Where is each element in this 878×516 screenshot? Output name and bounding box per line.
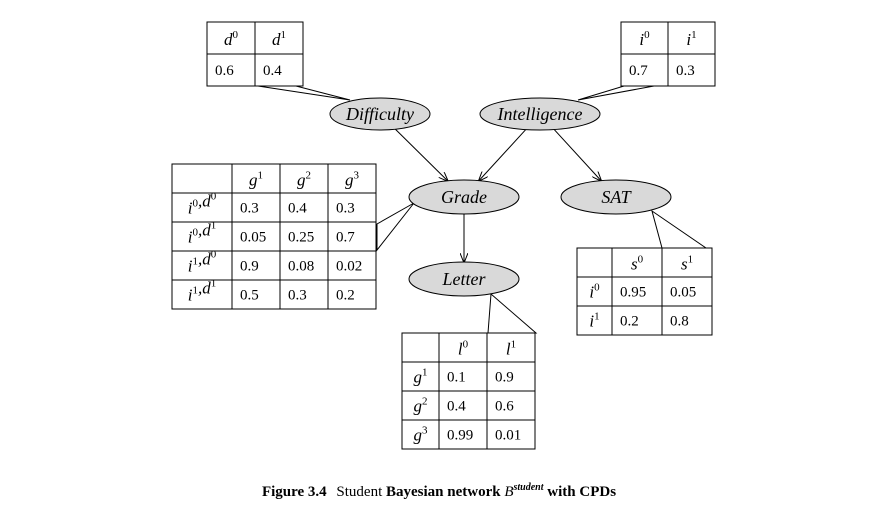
- node-difficulty-ellipse: [329, 97, 431, 131]
- sat-cpd-value: 0.95: [620, 285, 646, 301]
- edge-difficulty-to-grade: [395, 128, 447, 181]
- letter-cpd-value: 0.99: [447, 428, 473, 444]
- grade-cpd-col-header: g2: [297, 170, 311, 190]
- grade-cpd-value: 0.3: [336, 201, 355, 217]
- letter-cpd-value: 0.9: [495, 370, 514, 386]
- intelligence-cpd-callout: [577, 85, 655, 101]
- grade-cpd-row-label: i0,d1: [188, 220, 216, 247]
- node-grade-ellipse: [408, 179, 520, 215]
- cpd-callouts: [257, 85, 708, 334]
- letter-cpd-row-label: g3: [414, 425, 429, 445]
- node-letter-ellipse: [408, 261, 520, 297]
- grade-cpd-value: 0.08: [288, 259, 314, 275]
- intelligence-cpd-col-header: i0: [639, 29, 650, 49]
- node-grade-label: Grade: [441, 187, 487, 207]
- node-sat-label: SAT: [601, 187, 632, 207]
- node-intelligence-label: Intelligence: [497, 104, 583, 124]
- node-sat-ellipse: [560, 179, 672, 215]
- letter-cpd-col-header: l1: [506, 339, 516, 359]
- node-letter-label: Letter: [442, 269, 487, 289]
- grade-cpd-row-label: i1,d1: [188, 278, 216, 305]
- node-grade: Grade: [408, 179, 520, 215]
- sat-cpd-value: 0.8: [670, 314, 689, 330]
- letter-cpd-value: 0.1: [447, 370, 466, 386]
- difficulty-cpd-table: d0 d1 0.6 0.4: [206, 21, 304, 87]
- node-intelligence: Intelligence: [479, 97, 601, 131]
- edge-intelligence-to-sat: [553, 129, 601, 181]
- grade-cpd-value: 0.05: [240, 230, 266, 246]
- node-intelligence-ellipse: [479, 97, 601, 131]
- intelligence-cpd-table: i0 i1 0.7 0.3: [620, 21, 716, 87]
- difficulty-cpd-value: 0.6: [215, 63, 234, 79]
- intelligence-cpd-col-header: i1: [686, 29, 696, 49]
- caption-figure-number: Figure 3.4: [261, 484, 327, 500]
- node-difficulty: Difficulty: [329, 97, 431, 131]
- letter-cpd-value: 0.6: [495, 399, 514, 415]
- sat-cpd-table: s0 s1 i0 0.95 0.05 i1 0.2 0.8: [576, 247, 713, 336]
- sat-cpd-row-label: i1: [589, 311, 599, 331]
- letter-cpd-value: 0.4: [447, 399, 466, 415]
- sat-cpd-callout: [651, 209, 708, 249]
- edges: [395, 128, 601, 262]
- sat-cpd-value: 0.05: [670, 285, 696, 301]
- edge-intelligence-to-grade: [479, 129, 527, 181]
- grade-cpd-row-label: i1,d0: [188, 249, 217, 276]
- grade-cpd-col-header: g1: [249, 170, 263, 190]
- grade-cpd-value: 0.02: [336, 259, 362, 275]
- letter-cpd-col-header: l0: [458, 339, 469, 359]
- intelligence-cpd-value: 0.3: [676, 63, 695, 79]
- bayesian-network-diagram: d0 d1 0.6 0.4 i0 i1 0.7 0.3 g1 g2 g3 i0,d0 0.3 0.4 0.3…: [171, 21, 716, 450]
- difficulty-cpd-value: 0.4: [263, 63, 282, 79]
- letter-cpd-callout: [487, 292, 538, 334]
- caption-symbol-superscript: student: [513, 482, 544, 493]
- grade-cpd-value: 0.3: [240, 201, 259, 217]
- difficulty-cpd-col-header: d1: [272, 29, 286, 49]
- letter-cpd-row-label: g2: [414, 396, 428, 416]
- grade-cpd-value: 0.25: [288, 230, 314, 246]
- sat-cpd-border: [576, 247, 713, 336]
- grade-cpd-col-header: g3: [345, 170, 360, 190]
- grade-cpd-border: [171, 163, 377, 310]
- grade-cpd-value: 0.5: [240, 288, 259, 304]
- difficulty-cpd-col-header: d0: [224, 29, 239, 49]
- grade-cpd-value: 0.7: [336, 230, 355, 246]
- sat-cpd-col-header: s0: [631, 254, 644, 274]
- grade-cpd-callout: [376, 202, 415, 252]
- letter-cpd-value: 0.01: [495, 428, 521, 444]
- difficulty-cpd-callout: [257, 85, 351, 101]
- grade-cpd-value: 0.3: [288, 288, 307, 304]
- grade-cpd-value: 0.9: [240, 259, 259, 275]
- intelligence-cpd-value: 0.7: [629, 63, 648, 79]
- letter-cpd-table: l0 l1 g1 0.1 0.9 g2 0.4 0.6 g3 0.99 0.01: [401, 332, 536, 450]
- caption-bold-text: Bayesian network: [386, 484, 501, 500]
- node-sat: SAT: [560, 179, 672, 215]
- caption-suffix: with CPDs: [547, 484, 617, 500]
- grade-cpd-row-label: i0,d0: [188, 191, 217, 218]
- sat-cpd-value: 0.2: [620, 314, 639, 330]
- grade-cpd-value: 0.2: [336, 288, 355, 304]
- grade-cpd-table: g1 g2 g3 i0,d0 0.3 0.4 0.3 i0,d1 0.05 0.25 0.7 i1,d…: [171, 163, 377, 310]
- figure-caption: Figure 3.4 Student Bayesian network Bstu…: [0, 482, 878, 501]
- grade-cpd-value: 0.4: [288, 201, 307, 217]
- sat-cpd-row-label: i0: [589, 282, 600, 302]
- cpd-tables: d0 d1 0.6 0.4 i0 i1 0.7 0.3 g1 g2 g3 i0,d0 0.3 0.4 0.3…: [171, 21, 716, 450]
- node-difficulty-label: Difficulty: [345, 104, 414, 124]
- sat-cpd-col-header: s1: [681, 254, 693, 274]
- caption-prefix: Student: [336, 484, 383, 500]
- letter-cpd-row-label: g1: [414, 367, 428, 387]
- caption-symbol: B: [504, 484, 514, 500]
- node-letter: Letter: [408, 261, 520, 297]
